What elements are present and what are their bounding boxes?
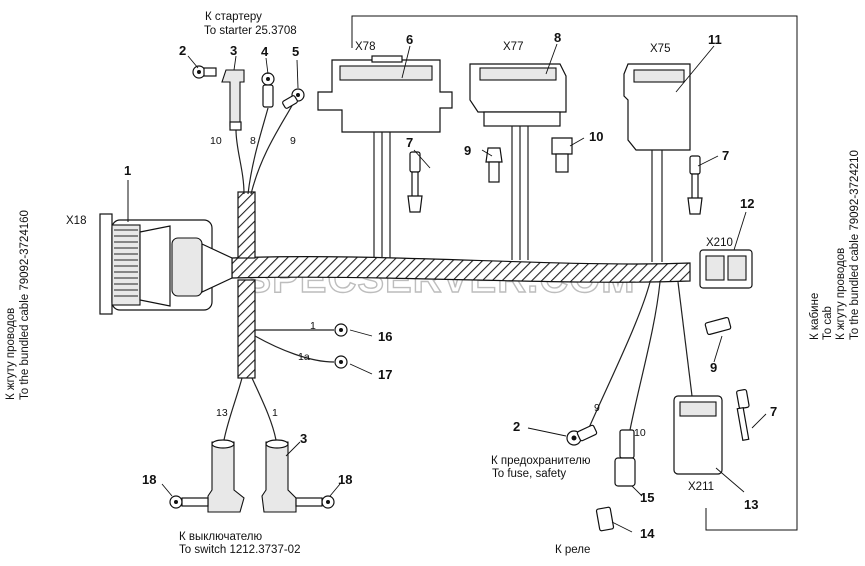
terminal-5 [282, 88, 305, 109]
wire-number-9-top: 9 [290, 135, 296, 147]
ring-wires [254, 329, 335, 363]
x78-wires [373, 132, 391, 258]
wire-number-1-bottom: 1 [272, 407, 278, 419]
main-harness-trunk [231, 256, 691, 283]
terminal-4 [261, 72, 275, 108]
terminal-18-left [169, 495, 209, 509]
callout-18-left: 18 [142, 472, 156, 487]
callout-2-bottom: 2 [513, 419, 520, 434]
switch-wires [223, 377, 277, 441]
terminal-18-right [295, 495, 335, 509]
x78-label: X78 [355, 41, 375, 53]
callout-6: 6 [406, 32, 413, 47]
terminal-9-right [704, 316, 732, 336]
relay-label-ru: К реле [555, 544, 590, 556]
x210-label: X210 [706, 237, 733, 249]
wire-number-1-ring: 1 [310, 320, 316, 332]
x78-connector [317, 55, 453, 133]
callout-7-a: 7 [406, 135, 413, 150]
bundle-right-labels: К жгуту проводов To the bundled cable 79… [835, 150, 861, 340]
wire-number-10-relay: 10 [634, 427, 646, 439]
callout-9-a: 9 [464, 143, 471, 158]
callout-7-b: 7 [722, 148, 729, 163]
fuse-label-ru: К предохранителю [491, 455, 591, 467]
starter-wires [235, 99, 296, 195]
bundle-right-label-en: To the bundled cable 79092-3724210 [849, 150, 861, 340]
callout-16: 16 [378, 329, 392, 344]
leader-lines [161, 43, 767, 533]
x77-wires [511, 126, 529, 260]
wire-number-1a: 1a [298, 351, 310, 363]
callout-1: 1 [124, 163, 131, 178]
wire-number-9-fuse: 9 [594, 402, 600, 414]
callout-9-b: 9 [710, 360, 717, 375]
callout-11: 11 [708, 32, 722, 47]
wire-number-10-top: 10 [210, 135, 222, 147]
x211-connector [673, 395, 723, 475]
boot-3-top [221, 69, 245, 131]
bundle-left-label-en: To the bundled cable 79092-3724160 [19, 210, 31, 400]
terminal-16 [334, 323, 348, 337]
callout-15: 15 [640, 490, 654, 505]
switch-label-en: To switch 1212.3737-02 [179, 544, 300, 556]
cab-label-en: To cab [822, 306, 834, 340]
x210-connector [699, 249, 753, 289]
boot-13-left [207, 439, 245, 513]
switch-label-ru: К выключателю [179, 531, 263, 543]
bundle-left-labels: К жгуту проводов To the bundled cable 79… [5, 210, 31, 400]
terminal-7-x78 [407, 151, 423, 213]
callout-4: 4 [261, 44, 269, 59]
relay-terminal-15 [614, 429, 636, 487]
starter-label-ru: К стартеру [205, 11, 262, 23]
callout-3-bottom: 3 [300, 431, 307, 446]
terminal-2-top [192, 65, 217, 79]
cab-boundary-frame [351, 15, 798, 531]
cab-label-ru: К кабине [809, 293, 821, 340]
starter-label-en: To starter 25.3708 [204, 25, 297, 37]
lower-right-wires [587, 281, 693, 431]
x18-label: X18 [66, 215, 86, 227]
callout-12: 12 [740, 196, 754, 211]
callout-8: 8 [554, 30, 561, 45]
callout-18-right: 18 [338, 472, 352, 487]
relay-terminal-14 [595, 506, 615, 532]
callout-10-a: 10 [589, 129, 603, 144]
terminal-9-x77 [485, 147, 503, 183]
x75-wires [651, 150, 663, 262]
boot-3-bottom [261, 439, 297, 513]
terminal-7-x211 [736, 389, 750, 441]
x77-connector [469, 63, 567, 127]
callout-7-c: 7 [770, 404, 777, 419]
callout-5: 5 [292, 44, 299, 59]
terminal-7-x75 [687, 155, 703, 215]
vertical-harness-upper [237, 191, 256, 259]
callout-14: 14 [640, 526, 655, 541]
callout-17: 17 [378, 367, 392, 382]
x211-label: X211 [688, 481, 714, 493]
x77-label: X77 [503, 41, 523, 53]
wire-number-13: 13 [216, 407, 228, 419]
fuse-label-en: To fuse, safety [492, 468, 566, 480]
callout-13: 13 [744, 497, 758, 512]
callout-3-top: 3 [230, 43, 237, 58]
cab-labels: К кабине To cab [809, 293, 834, 340]
callout-2-top: 2 [179, 43, 186, 58]
x18-connector [99, 213, 233, 315]
vertical-harness-lower [237, 279, 256, 379]
bundle-right-label-ru: К жгуту проводов [835, 248, 847, 340]
x75-connector [623, 63, 691, 151]
x75-label: X75 [650, 43, 670, 55]
wire-number-8: 8 [250, 135, 256, 147]
terminal-10-x77 [551, 137, 573, 173]
bundle-left-label-ru: К жгуту проводов [5, 308, 17, 400]
terminal-2-fuse [566, 424, 598, 446]
terminal-17 [334, 355, 348, 369]
